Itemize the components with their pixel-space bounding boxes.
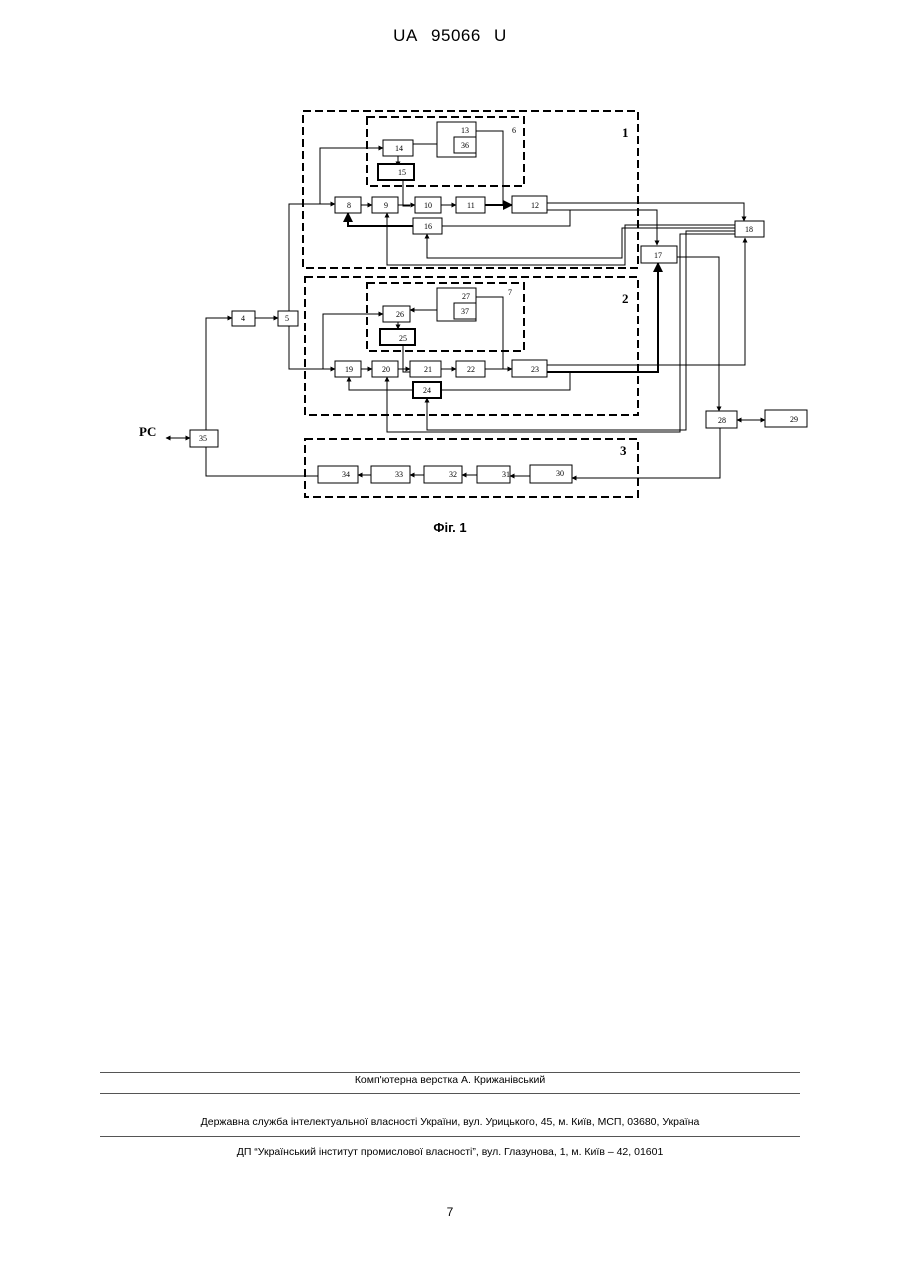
footer-rule-top bbox=[100, 1072, 800, 1073]
footer-rule-middle bbox=[100, 1093, 800, 1094]
block-37-label: 37 bbox=[461, 307, 469, 316]
block-34 bbox=[318, 466, 358, 483]
block-18-label: 18 bbox=[745, 225, 753, 234]
block-33-label: 33 bbox=[395, 470, 403, 479]
block-29-label: 29 bbox=[790, 415, 798, 424]
block-25-label: 25 bbox=[399, 334, 407, 343]
footer-rule-bottom bbox=[100, 1136, 800, 1137]
block-16-label: 16 bbox=[424, 222, 432, 231]
block-13-label: 13 bbox=[461, 126, 469, 135]
group-7-label: 7 bbox=[508, 288, 512, 297]
footer-typesetter: Комп'ютерна верстка А. Крижанівський bbox=[0, 1074, 900, 1086]
block-diagram: 1 2 3 6 7 4 5 35 PC 1 bbox=[0, 95, 900, 515]
block-15 bbox=[378, 164, 414, 180]
group-2-label: 2 bbox=[622, 291, 629, 306]
block-14-label: 14 bbox=[395, 144, 403, 153]
block-12 bbox=[512, 196, 547, 213]
block-34-label: 34 bbox=[342, 470, 350, 479]
block-23-label: 23 bbox=[531, 365, 539, 374]
document-header: UA 95066 U bbox=[0, 26, 900, 46]
block-29 bbox=[765, 410, 807, 427]
group-3-label: 3 bbox=[620, 443, 627, 458]
footer-agency: Державна служба інтелектуальної власност… bbox=[0, 1116, 900, 1128]
block-28-label: 28 bbox=[718, 416, 726, 425]
footer-institute: ДП “Український інститут промислової вла… bbox=[0, 1146, 900, 1158]
block-19-label: 19 bbox=[345, 365, 353, 374]
block-9-label: 9 bbox=[384, 201, 388, 210]
figure-caption: Фіг. 1 bbox=[0, 520, 900, 535]
block-33 bbox=[371, 466, 410, 483]
block-25 bbox=[380, 329, 415, 345]
header-country: UA bbox=[393, 26, 418, 45]
block-32-label: 32 bbox=[449, 470, 457, 479]
header-kind: U bbox=[494, 26, 507, 45]
group-1-label: 1 bbox=[622, 125, 629, 140]
block-23 bbox=[512, 360, 547, 377]
block-36-label: 36 bbox=[461, 141, 469, 150]
pc-label: PC bbox=[139, 424, 156, 439]
block-10-label: 10 bbox=[424, 201, 432, 210]
block-8-label: 8 bbox=[347, 201, 351, 210]
block-24-label: 24 bbox=[423, 386, 431, 395]
block-26-label: 26 bbox=[396, 310, 404, 319]
block-21-label: 21 bbox=[424, 365, 432, 374]
block-12-label: 12 bbox=[531, 201, 539, 210]
block-15-label: 15 bbox=[398, 168, 406, 177]
block-31-label: 31 bbox=[502, 470, 510, 479]
group-6-label: 6 bbox=[512, 126, 516, 135]
page-number: 7 bbox=[0, 1205, 900, 1219]
block-27-label: 27 bbox=[462, 292, 470, 301]
block-35-label: 35 bbox=[199, 434, 207, 443]
block-11-label: 11 bbox=[467, 201, 475, 210]
block-30-label: 30 bbox=[556, 469, 564, 478]
block-5-label: 5 bbox=[285, 314, 289, 323]
block-22-label: 22 bbox=[467, 365, 475, 374]
block-17-label: 17 bbox=[654, 251, 662, 260]
block-30 bbox=[530, 465, 572, 483]
block-20-label: 20 bbox=[382, 365, 390, 374]
header-number: 95066 bbox=[431, 26, 481, 45]
block-4-label: 4 bbox=[241, 314, 245, 323]
